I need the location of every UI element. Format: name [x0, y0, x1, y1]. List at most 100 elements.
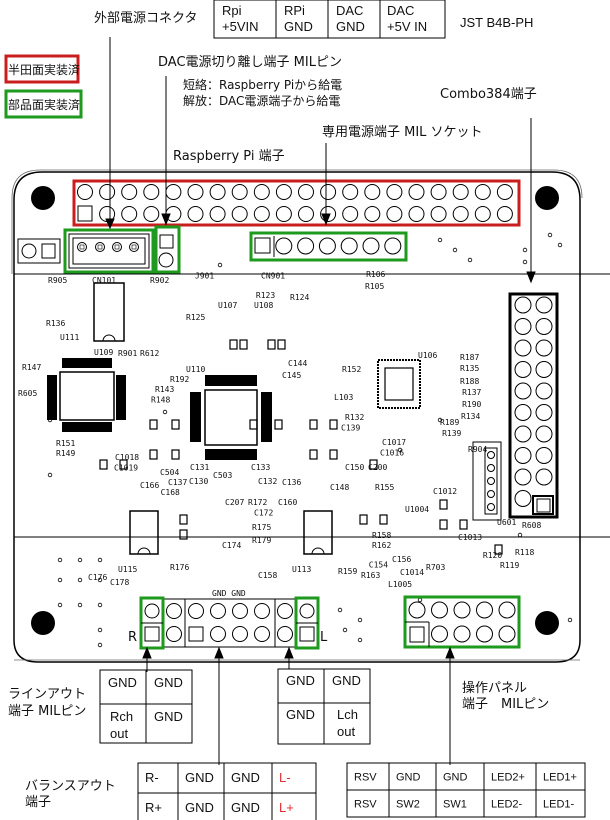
header-pin-1: [77, 205, 93, 222]
combo-pin-1-pad: [536, 498, 551, 513]
jst-cell-2-line1: RPi: [284, 3, 305, 18]
combo384-label: Combo384端子: [440, 87, 537, 102]
note-short: 短絡：Raspberry Piから給電: [183, 77, 342, 92]
socket-pin: [362, 237, 380, 255]
component-label: R608: [522, 521, 541, 530]
combo-pin: [514, 404, 532, 421]
header-pin: [187, 206, 204, 222]
component-label: C139: [341, 423, 360, 432]
header-pin: [342, 206, 359, 222]
component-label: C145: [282, 371, 301, 380]
dac-jumper: [154, 225, 181, 274]
smd-pad: [329, 419, 338, 430]
component-label: C178: [110, 578, 129, 587]
component-label: R163: [361, 571, 380, 580]
header-pin: [386, 206, 403, 222]
panel-pin: [453, 625, 471, 643]
l-channel-mark: L: [320, 630, 328, 645]
component-label: C1012: [433, 487, 457, 496]
header-pin: [452, 184, 469, 200]
smd-pad: [459, 519, 468, 530]
component-label: C207: [225, 498, 244, 507]
header-pin: [253, 206, 270, 222]
panel-pin: [498, 601, 516, 619]
component-label: R158: [372, 531, 391, 540]
smd-pad: [119, 459, 128, 470]
header-pin: [342, 184, 359, 200]
table-cell: GND: [286, 673, 315, 688]
combo-pin: [514, 361, 532, 378]
balance-pin: [166, 626, 182, 642]
component-label: C200: [368, 463, 387, 472]
component-label: R135: [460, 364, 479, 373]
component-label: R143: [155, 385, 174, 394]
header-pin: [99, 184, 116, 200]
ic-u115: [129, 510, 159, 555]
via: [452, 247, 458, 253]
component-label: C166: [140, 481, 159, 490]
ic-u109: [47, 358, 126, 432]
component-label: C136: [282, 478, 301, 487]
balance-pin: [188, 603, 204, 619]
table-cell: GND: [108, 675, 137, 690]
smd-pad: [179, 529, 188, 540]
via: [547, 232, 553, 238]
component-label: U113: [292, 565, 311, 574]
note-open: 解放：DAC電源端子から給電: [183, 93, 340, 108]
legend: 半田面実装済 部品面実装済: [4, 54, 83, 119]
via: [217, 262, 223, 268]
component-label: R152: [342, 365, 361, 374]
mounting-hole: [535, 611, 559, 635]
table-cell: GND: [231, 770, 260, 785]
balance-pin: [232, 603, 248, 619]
balance-pin: [232, 626, 248, 642]
component-label: U106: [418, 351, 437, 360]
table-cell: GND: [286, 707, 315, 722]
component-label: R136: [46, 319, 65, 328]
component-label: C1013: [458, 533, 482, 542]
via: [417, 597, 423, 603]
dedicated-power-label: 専用電源端子 MIL ソケット: [322, 125, 483, 140]
table-cell: GND: [332, 673, 361, 688]
smd-pad: [309, 449, 318, 460]
header-pin: [121, 206, 138, 222]
balance-pin: [277, 603, 293, 619]
socket-pin: [318, 237, 336, 255]
table-cell: RSV: [354, 772, 377, 784]
component-label: R148: [151, 395, 170, 404]
dac-jumper-label: DAC電源切り離し端子 MILピン: [158, 55, 342, 70]
panel-pin: [431, 625, 448, 643]
header-pin: [320, 206, 337, 222]
component-label: C168: [161, 488, 180, 497]
component-label: U109: [94, 348, 113, 357]
via: [97, 642, 103, 648]
component-label: C133: [251, 463, 270, 472]
smd-pad: [249, 419, 258, 430]
via: [77, 557, 83, 563]
smd-pad: [309, 419, 318, 430]
panel-header: [403, 595, 521, 649]
combo384-header: [508, 292, 559, 519]
component-label: CN901: [261, 271, 285, 280]
smd-pad: [171, 449, 180, 460]
jst-cell-4-line2: +5V IN: [387, 19, 427, 34]
component-label: R124: [290, 293, 309, 302]
component-label: C172: [254, 508, 273, 517]
component-label: C150: [345, 463, 364, 472]
via: [522, 259, 528, 265]
lineout-r-pins: [139, 596, 165, 650]
component-label: R703: [426, 563, 445, 572]
component-label: C144: [288, 359, 307, 368]
header-pin: [143, 206, 160, 222]
panel-pin: [408, 601, 426, 619]
header-pin: [474, 184, 491, 200]
component-label: C131: [190, 463, 209, 472]
lineout-label-1: ラインアウト: [8, 687, 86, 702]
via: [97, 627, 103, 633]
smd-pad: [239, 339, 248, 350]
smd-pad: [229, 339, 238, 350]
balance-out-header: [162, 598, 297, 648]
component-label: R119: [500, 561, 519, 570]
